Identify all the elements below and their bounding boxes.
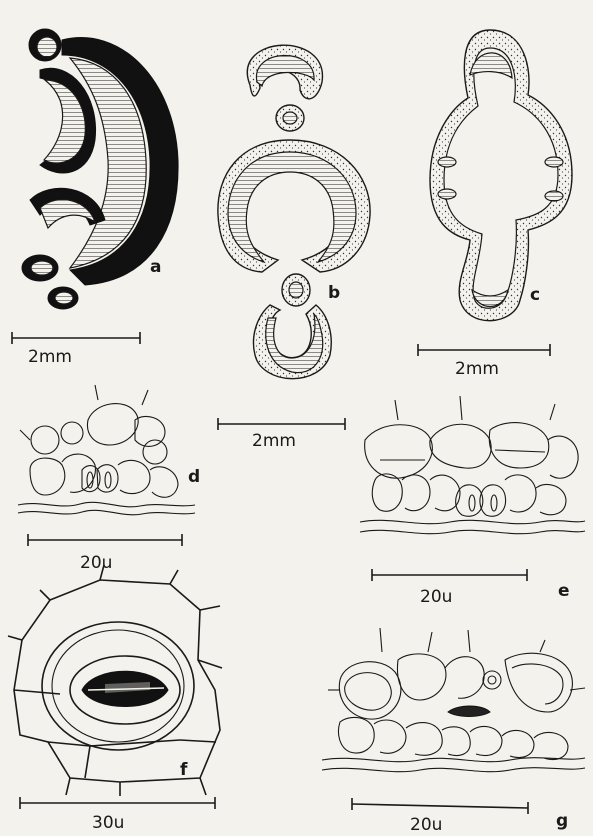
panel-e-letter: e bbox=[558, 581, 570, 601]
panel-g-scale-label: 20u bbox=[410, 815, 442, 835]
panel-e-scale-label: 20u bbox=[420, 587, 452, 607]
panel-g-letter: g bbox=[556, 811, 568, 831]
panel-b-letter: b bbox=[328, 283, 340, 303]
panel-a-letter: a bbox=[150, 257, 161, 277]
panel-a-scale-label: 2mm bbox=[28, 347, 72, 367]
panel-c-drawing bbox=[430, 30, 572, 321]
panel-f-scale-label: 30u bbox=[92, 813, 124, 833]
panel-f-drawing bbox=[8, 565, 222, 796]
panel-d-letter: d bbox=[188, 467, 200, 487]
panel-c-letter: c bbox=[530, 285, 540, 305]
panel-b-drawing bbox=[218, 45, 370, 378]
panel-e-drawing bbox=[360, 396, 585, 534]
panel-g-scale-bar bbox=[352, 804, 528, 808]
panel-g-drawing bbox=[322, 628, 585, 772]
panel-f-letter: f bbox=[180, 760, 188, 780]
panel-b-scale-label: 2mm bbox=[252, 431, 296, 451]
panel-d-scale-label: 20u bbox=[80, 553, 112, 573]
panel-d-drawing bbox=[18, 385, 195, 515]
panel-c-scale-label: 2mm bbox=[455, 359, 499, 379]
